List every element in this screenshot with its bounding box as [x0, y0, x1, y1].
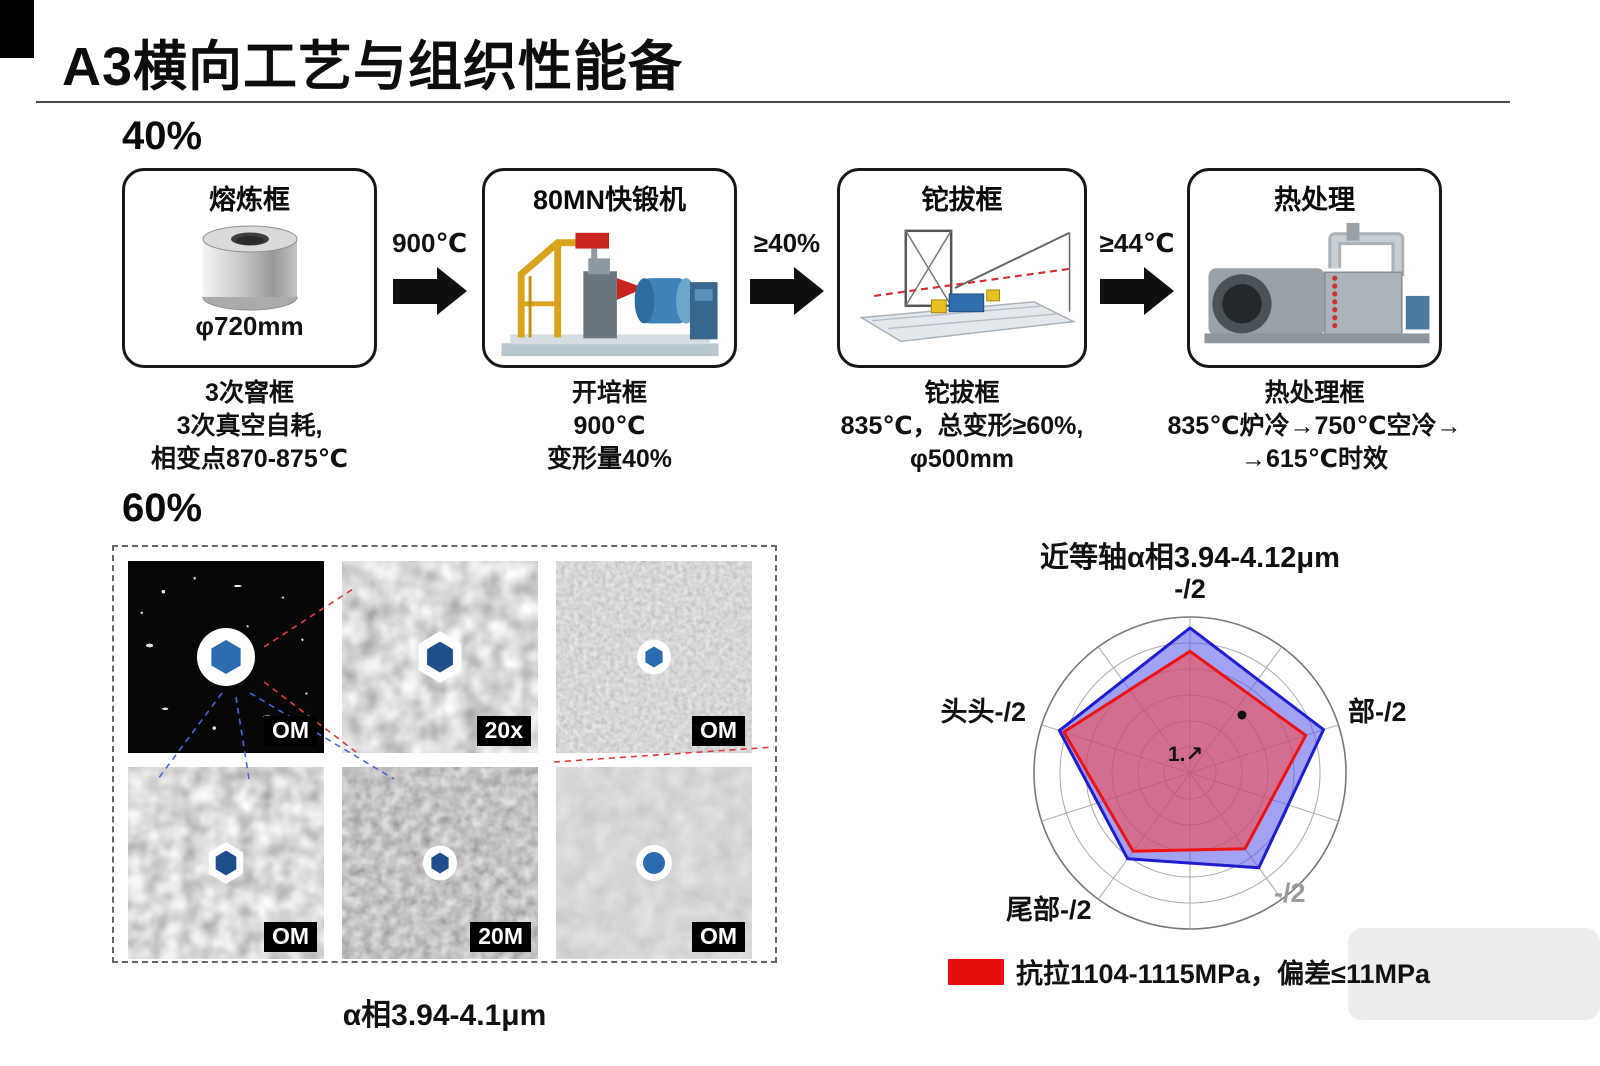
radar-chart-title: 近等轴α相3.94-4.12μm	[1040, 542, 1340, 574]
particle-icon	[418, 631, 462, 683]
flow-arrow-2: ≥40%	[737, 168, 837, 368]
micrograph-om-dark-grain: 20M	[342, 767, 538, 959]
process-box-title: 熔炼框	[209, 185, 290, 215]
watermark	[1348, 928, 1600, 1020]
process-box-drawing: 铊拔框	[837, 168, 1087, 368]
micrograph-badge: OM	[691, 922, 745, 952]
ingot-cylinder-illustration	[202, 225, 297, 311]
forging-machine-illustration	[500, 232, 719, 357]
right-arrow-icon	[750, 267, 824, 315]
radar-axis-label-bottom-left: 尾部-/2	[1006, 895, 1092, 925]
drawing-machine-illustration	[858, 229, 1076, 343]
flow-arrow-1-label: 900℃	[392, 228, 467, 258]
process-box-title: 铊拔框	[921, 185, 1003, 215]
micrograph-badge: OM	[263, 922, 317, 952]
process-box-title: 热处理	[1274, 185, 1355, 215]
process-caption-heat-treatment: 热处理框 835℃炉冷→750℃空冷→ →615℃时效	[1167, 379, 1462, 473]
particle-icon	[636, 845, 672, 881]
radar-axis-label-bottom-right: -/2	[1274, 878, 1306, 908]
flow-arrow-3-label: ≥44℃	[1099, 228, 1175, 258]
micrograph-sem-dark: OM	[128, 561, 324, 753]
right-arrow-icon	[392, 267, 467, 315]
section-label-40: 40%	[122, 114, 203, 158]
process-box-heat-treatment: 热处理	[1187, 168, 1442, 368]
micrograph-om-fine: OM	[556, 561, 752, 753]
flow-arrow-1: 900℃	[377, 168, 482, 368]
micrograph-badge: 20x	[476, 716, 531, 746]
radar-chart: 1.↗	[1005, 588, 1375, 958]
micrograph-om-blotchy: OM	[128, 767, 324, 959]
process-caption-drawing: 铊拔框 835℃，总变形≥60%, φ500mm	[840, 379, 1084, 473]
particle-icon	[197, 628, 255, 686]
process-box-forging: 80MN快锻机	[482, 168, 737, 368]
micrograph-badge: OM	[263, 716, 317, 746]
process-box-melting: 熔炼框 φ720mm	[122, 168, 377, 368]
flow-arrow-3: ≥44℃	[1087, 168, 1187, 368]
legend-red-swatch	[948, 958, 1004, 985]
radar-axis-label-top: -/2	[1174, 574, 1206, 604]
micrograph-om-20x: 20x	[342, 561, 538, 753]
flow-arrow-2-label: ≥40%	[753, 228, 821, 258]
header-divider	[36, 101, 1510, 103]
right-arrow-icon	[1100, 267, 1174, 315]
micrograph-grid: OM 20x OM OM	[128, 561, 761, 959]
micrograph-panel: OM 20x OM OM	[112, 545, 777, 963]
slide-accent-square	[0, 0, 34, 58]
legend-label: 抗拉1104-1115MPa，偏差≤11MPa	[1016, 959, 1431, 989]
process-flow: 熔炼框 φ720mm 900℃ 80MN快锻机	[122, 168, 1461, 476]
svg-text:1.↗: 1.↗	[1168, 743, 1203, 766]
micrograph-badge: 20M	[470, 922, 531, 952]
particle-icon	[637, 639, 671, 675]
micrograph-badge: OM	[691, 716, 745, 746]
radar-legend: 抗拉1104-1115MPa，偏差≤11MPa	[948, 952, 1430, 991]
radar-axis-label-right: 部-/2	[1348, 697, 1407, 727]
radar-axis-label-left: 头头-/2	[940, 697, 1026, 727]
page-title: A3横向工艺与组织性能备	[62, 37, 684, 97]
process-box-title: 80MN快锻机	[532, 185, 687, 215]
micrograph-om-smooth: OM	[556, 767, 752, 959]
process-caption-forging: 开培框 900℃ 变形量40%	[546, 379, 673, 473]
section-label-60: 60%	[122, 486, 203, 530]
process-caption-melting: 3次窨框 3次真空自耗, 相变点870-875℃	[150, 379, 349, 473]
particle-icon	[423, 845, 457, 881]
radar-chart-svg: 1.↗	[1033, 616, 1347, 930]
particle-icon	[208, 842, 244, 884]
micrograph-caption: α相3.94-4.1μm	[342, 999, 547, 1032]
heat-treatment-furnace-illustration	[1203, 222, 1429, 344]
ingot-diameter-label: φ720mm	[195, 311, 304, 341]
